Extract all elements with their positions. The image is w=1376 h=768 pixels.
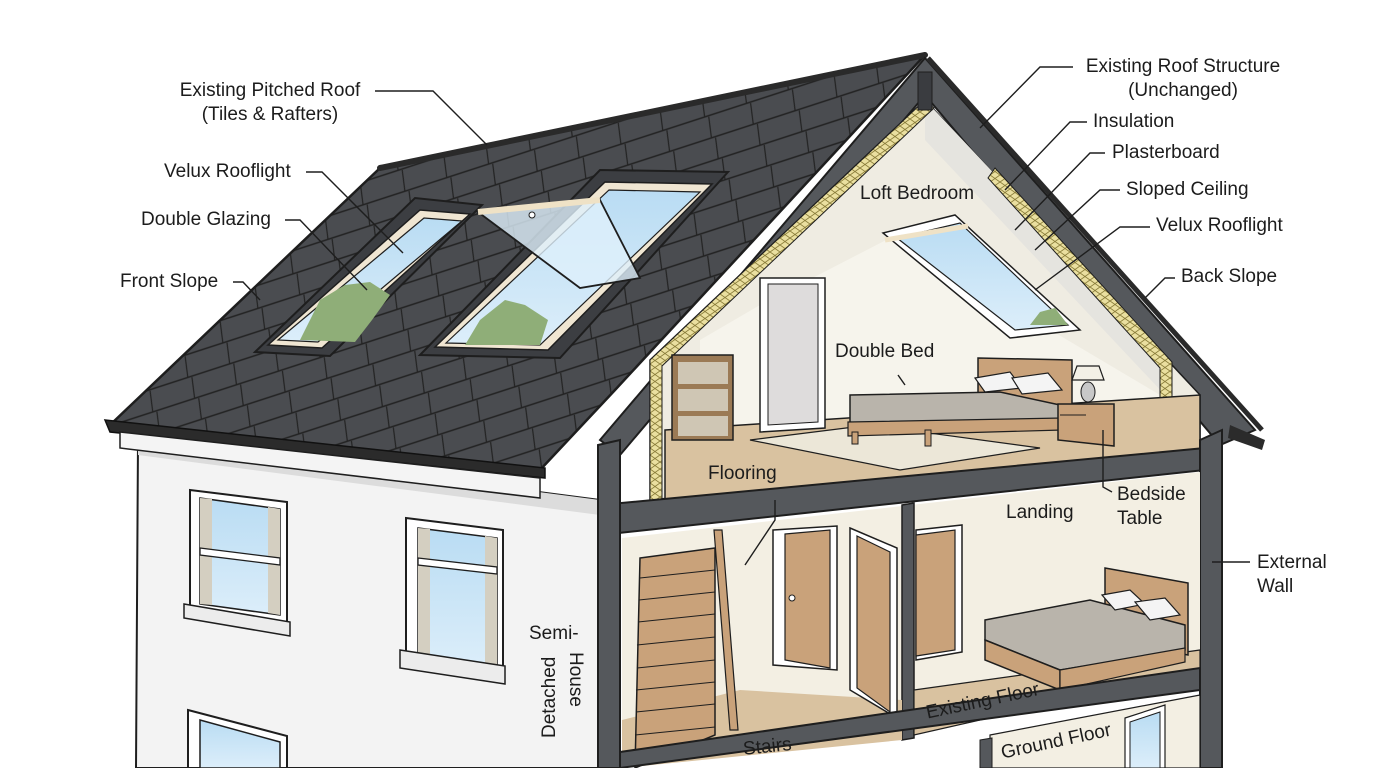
label-house: House [565,652,586,707]
label-velux-rooflight-front: Velux Rooflight [164,161,291,182]
leader-lines [233,66,1250,566]
existing-floor-beam [619,666,1201,768]
label-line-2: Wall [1257,576,1294,597]
label-line-1: Existing Pitched Roof [179,80,361,101]
external-wall-right [1199,428,1223,768]
label-flooring: Flooring [708,463,777,484]
label-front-slope: Front Slope [120,271,219,292]
label-line-2: (Tiles & Rafters) [201,104,339,125]
label-sloped-ceiling: Sloped Ceiling [1126,179,1249,200]
velux-rooflight-front-left [252,196,485,358]
sash-window-upper-right [399,516,506,685]
label-insulation: Insulation [1093,111,1175,132]
label-bedside-table: Bedside Table [1117,483,1186,531]
sash-window-lower-left [187,708,288,768]
label-external-wall: External Wall [1257,551,1327,599]
label-plasterboard: Plasterboard [1112,142,1220,163]
label-line-2: (Unchanged) [1128,80,1238,101]
sash-window-upper-left [183,488,291,637]
label-semi: Semi- [529,623,579,644]
label-detached: Detached [539,656,560,738]
label-line-2: Table [1117,508,1163,529]
double-bed-loft [847,357,1073,447]
ground-floor-section [979,694,1201,768]
label-existing-pitched-roof: Existing Pitched Roof (Tiles & Rafters) [170,79,370,127]
label-loft-bedroom: Loft Bedroom [860,183,975,204]
velux-rooflight-front-right-open [417,168,731,360]
label-line-1: Bedside [1117,484,1186,505]
label-line-1: Existing Roof Structure [1085,56,1281,77]
label-existing-roof-structure: Existing Roof Structure (Unchanged) [1073,55,1293,103]
first-floor-section [622,472,1201,768]
double-bed-first-floor [984,567,1189,692]
label-back-slope: Back Slope [1181,266,1278,287]
label-double-bed: Double Bed [835,341,935,362]
label-stairs: Stairs [742,733,793,760]
staircase [634,529,739,768]
label-line-1: External [1257,552,1327,573]
bedside-table [1057,365,1115,447]
label-double-glazing: Double Glazing [141,209,271,230]
section-wall-left [597,438,621,768]
label-velux-rooflight-back: Velux Rooflight [1156,215,1283,236]
label-landing: Landing [1006,502,1074,523]
